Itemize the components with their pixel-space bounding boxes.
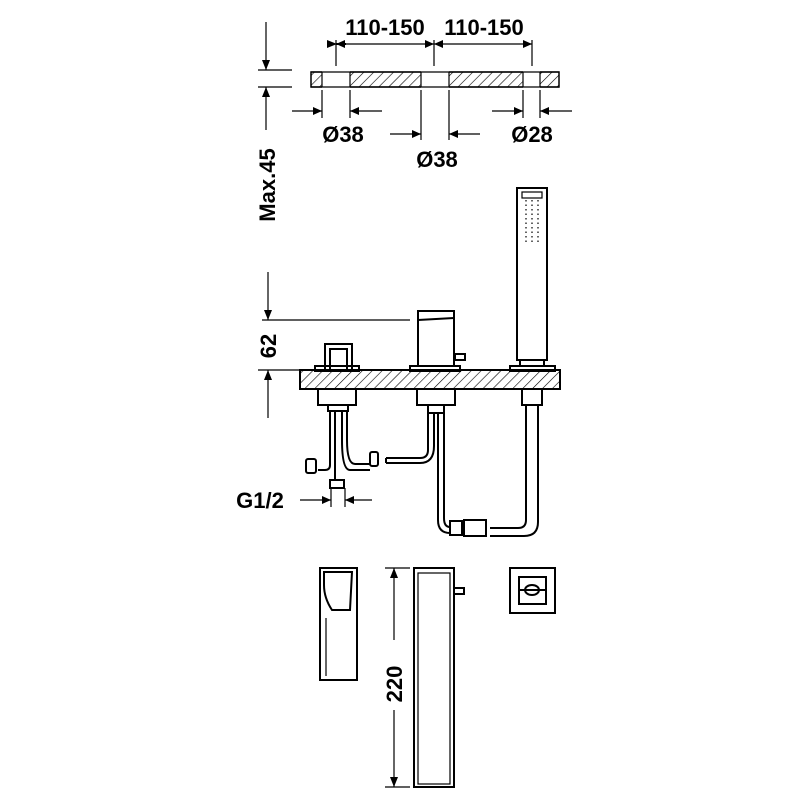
- spout-body: [385, 310, 487, 537]
- hole-middle-label: Ø38: [416, 147, 458, 172]
- front-views: 220: [319, 567, 556, 788]
- hole-right: [523, 71, 540, 88]
- deck-section-side: [299, 369, 561, 390]
- spout-front-view: [413, 567, 465, 788]
- spacing-right-label: 110-150: [444, 15, 524, 40]
- mixer-front-view: [319, 567, 358, 681]
- hole-middle: [421, 71, 449, 88]
- spacing-left-label: 110-150: [345, 15, 425, 40]
- side-elevation: 62 G1/2: [236, 187, 561, 537]
- hole-left-label: Ø38: [322, 122, 364, 147]
- shower-holder-front-view: [509, 567, 556, 614]
- max-deck-label: Max.45: [255, 148, 280, 221]
- top-plan-view: 110-150 110-150 Ø38 Ø38 Ø28: [292, 15, 572, 172]
- height-label: 62: [256, 334, 281, 358]
- hole-right-label: Ø28: [511, 122, 553, 147]
- spout-length-label: 220: [382, 666, 407, 703]
- max-deck-dimension: Max.45: [255, 22, 292, 222]
- connection-label: G1/2: [236, 488, 284, 513]
- hole-left: [322, 71, 350, 88]
- hand-shower: [490, 187, 556, 537]
- shower-nozzle-dots: [525, 200, 539, 242]
- mixer-body: [305, 343, 379, 489]
